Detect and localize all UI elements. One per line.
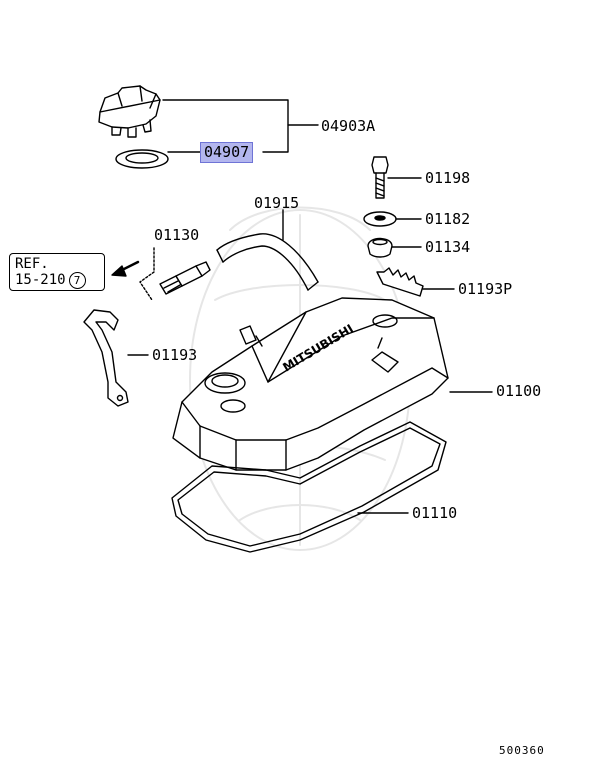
callout-04903a[interactable]: 04903A: [321, 117, 376, 135]
callout-04907-highlighted[interactable]: 04907: [200, 142, 254, 163]
callout-01193p[interactable]: 01193P: [458, 280, 513, 298]
leader-04903a: [162, 99, 289, 153]
reference-line1: REF.: [15, 256, 49, 272]
callout-01100[interactable]: 01100: [496, 382, 542, 400]
callout-01130[interactable]: 01130: [154, 226, 200, 244]
callout-01193[interactable]: 01193: [152, 346, 198, 364]
oil-filler-cap: [98, 85, 161, 138]
ref-arrow: [111, 260, 140, 277]
callout-01198[interactable]: 01198: [425, 169, 471, 187]
leader-01130: [139, 247, 155, 301]
rubber-grommet: [367, 237, 393, 258]
callout-01134[interactable]: 01134: [425, 238, 471, 256]
callout-01182[interactable]: 01182: [425, 210, 471, 228]
cable-clamp: [376, 267, 424, 297]
pcv-hose: [216, 233, 319, 291]
mounting-bolt: [371, 156, 389, 199]
pcv-valve: [159, 261, 211, 295]
hose-bracket: [83, 309, 129, 407]
callout-01110[interactable]: 01110: [412, 504, 458, 522]
reference-page: 15-210: [15, 272, 66, 288]
reference-circled-number: 7: [68, 272, 86, 289]
figure-number: 500360: [499, 744, 545, 757]
callout-01915[interactable]: 01915: [254, 194, 300, 212]
filler-cap-gasket: [115, 149, 169, 169]
seal-washer: [363, 211, 397, 227]
valve-cover-gasket: [171, 421, 447, 553]
reference-box[interactable]: REF. 15-210 7: [9, 253, 105, 291]
valve-cover: [172, 297, 449, 471]
